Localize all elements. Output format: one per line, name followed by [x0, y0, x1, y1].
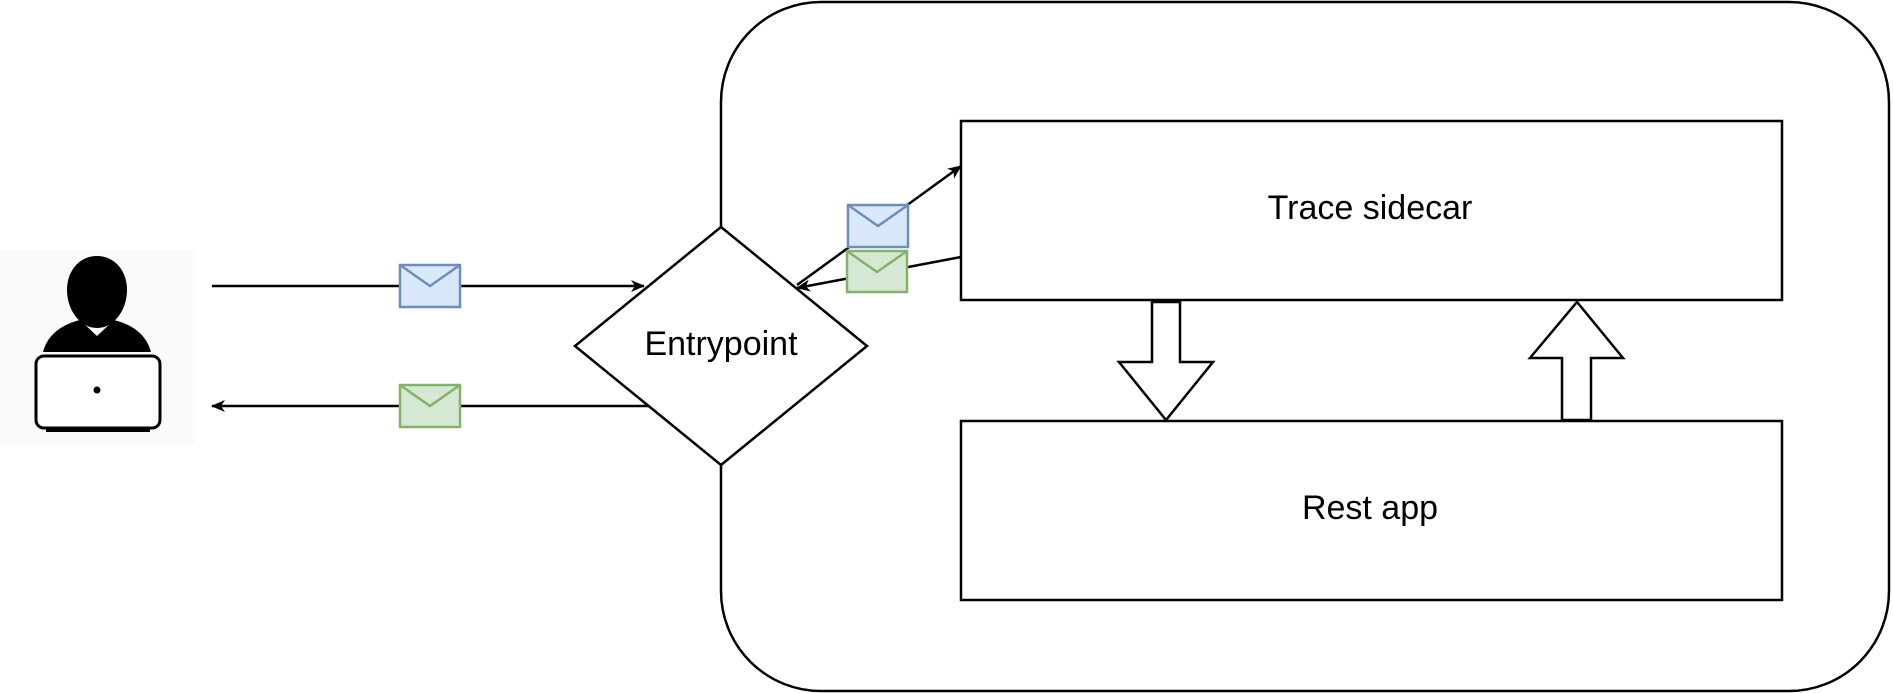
rest-app-to-sidecar-arrow — [1527, 300, 1626, 422]
response-envelope-icon — [845, 249, 909, 294]
trace-sidecar-label: Trace sidecar — [1268, 189, 1473, 227]
entrypoint-node: Entrypoint — [573, 225, 869, 467]
sidecar-to-rest-app-arrow — [1116, 300, 1216, 422]
user-laptop-icon — [0, 250, 195, 445]
request-envelope-icon — [846, 203, 910, 249]
rest-app-label: Rest app — [1302, 489, 1438, 527]
trace-sidecar-node: Trace sidecar — [959, 119, 1784, 302]
response-envelope-icon — [398, 383, 462, 429]
request-envelope-icon — [398, 263, 462, 309]
entrypoint-label: Entrypoint — [644, 325, 798, 363]
rest-app-node: Rest app — [959, 419, 1784, 602]
